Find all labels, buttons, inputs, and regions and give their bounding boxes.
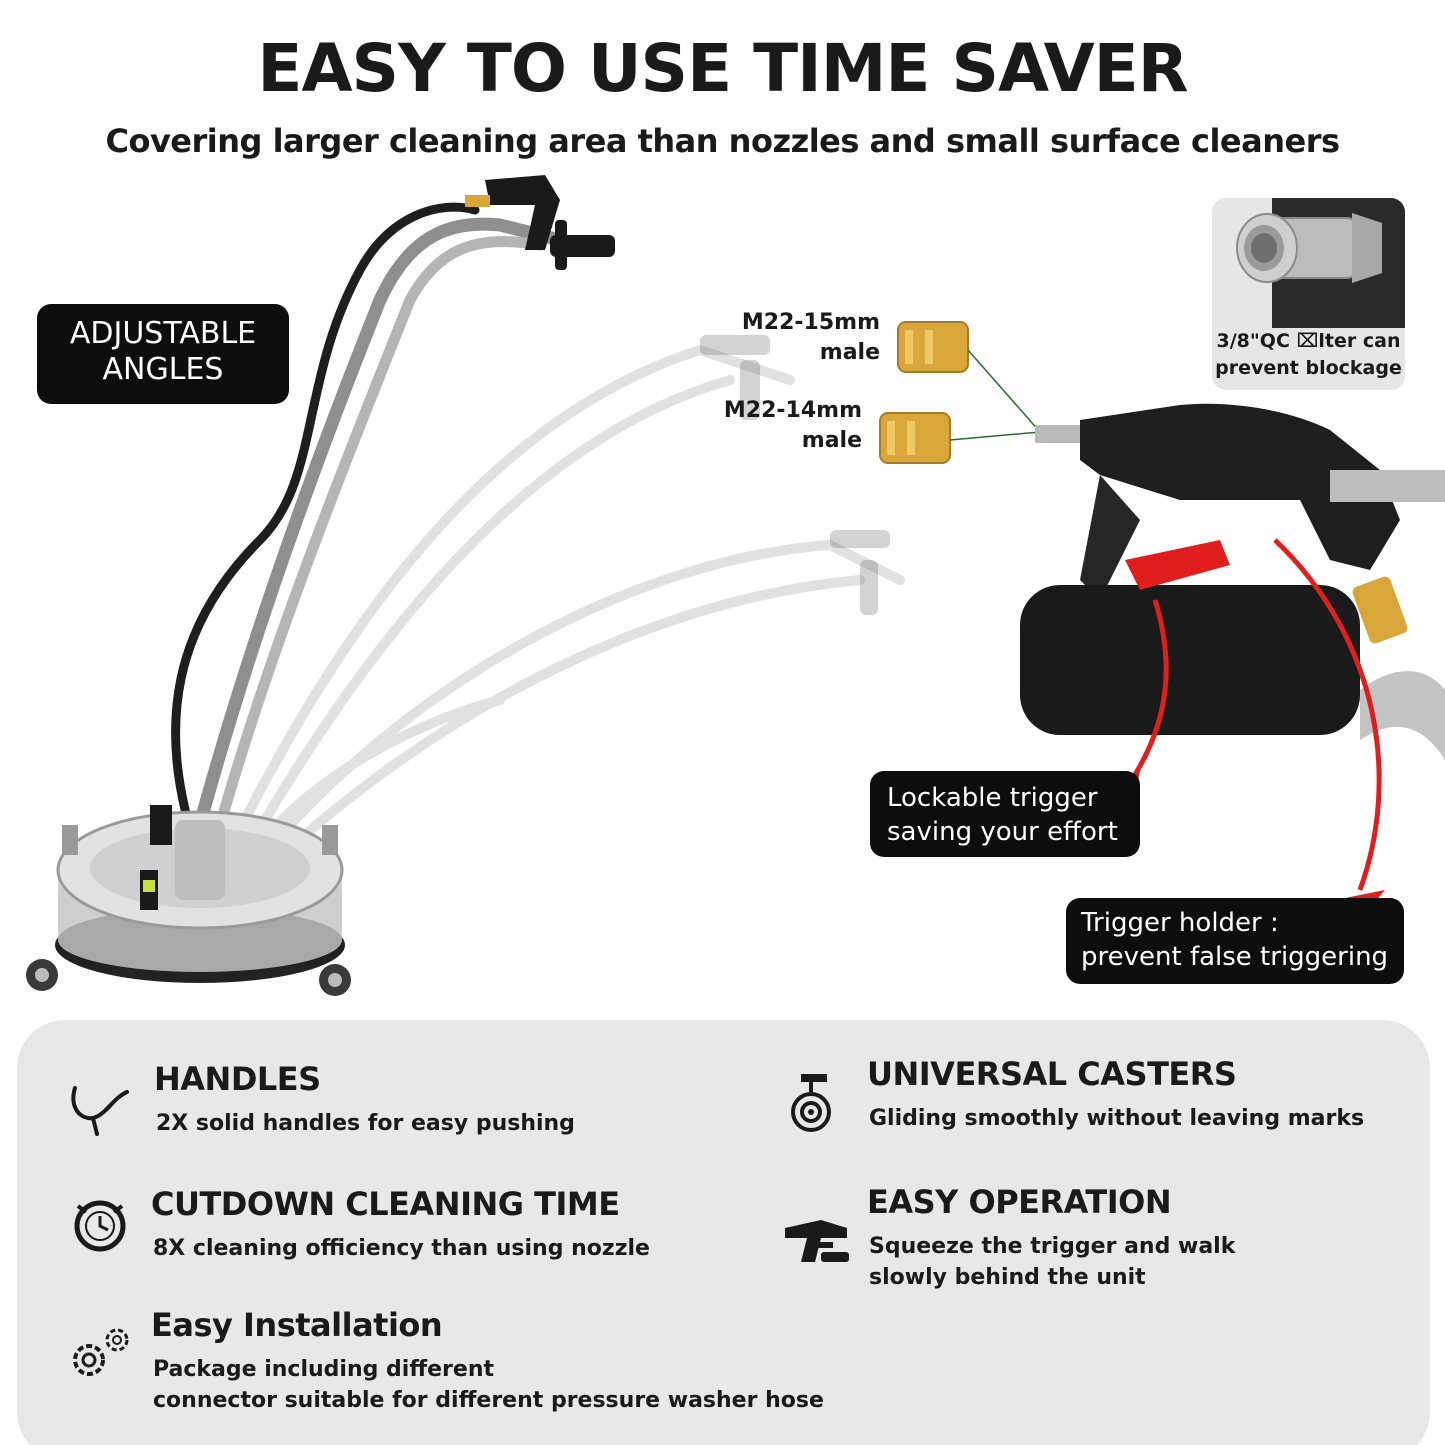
- lockable-trigger-callout: Lockable trigger saving your effort: [870, 771, 1140, 857]
- adjustable-angles-line-1: ADJUSTABLE: [69, 316, 257, 351]
- m22-14mm-size: M22-14mm: [723, 398, 862, 423]
- casters-title: UNIVERSAL CASTERS: [867, 1055, 1237, 1093]
- cutdown-title: CUTDOWN CLEANING TIME: [151, 1185, 620, 1223]
- m22-14mm-type: male: [801, 428, 862, 453]
- red-arrow-holder: [1273, 538, 1382, 891]
- headline: EASY TO USE TIME SAVER: [257, 30, 1188, 107]
- cleaner-deck: [55, 805, 345, 983]
- handles-icon: [71, 1086, 129, 1136]
- handles-desc: 2X solid handles for easy pushing: [156, 1111, 575, 1136]
- brass-connector-15: [897, 321, 969, 373]
- casters: [26, 825, 351, 996]
- filter-caption-line-2: prevent blockage: [1215, 357, 1402, 379]
- filter-caption-line-1: 3/8"QC ⌧lter can: [1216, 330, 1401, 352]
- operation-desc-line-1: Squeeze the trigger and walk: [869, 1234, 1236, 1259]
- brass-connector-14: [879, 412, 951, 464]
- installation-desc: Package including different connector su…: [153, 1354, 824, 1416]
- installation-title: Easy Installation: [151, 1306, 443, 1344]
- features-panel: HANDLES 2X solid handles for easy pushin…: [17, 1020, 1430, 1445]
- adjustable-angles-callout: ADJUSTABLE ANGLES: [37, 304, 289, 404]
- lockable-trigger-line-1: Lockable trigger: [887, 783, 1098, 813]
- hose: [171, 202, 480, 865]
- caster-icon: [791, 1074, 831, 1132]
- gears-icon: [73, 1328, 129, 1376]
- surface-cleaner-illustration: [26, 175, 1445, 996]
- installation-desc-line-2: connector suitable for different pressur…: [153, 1388, 824, 1413]
- top-spray-gun: [465, 175, 615, 270]
- operation-desc-line-2: slowly behind the unit: [869, 1265, 1146, 1290]
- operation-title: EASY OPERATION: [867, 1183, 1172, 1221]
- operation-desc: Squeeze the trigger and walk slowly behi…: [869, 1231, 1235, 1293]
- trigger-holder-callout: Trigger holder : prevent false triggerin…: [1066, 898, 1404, 984]
- spray-gun-icon: [785, 1220, 849, 1262]
- filter-inset: 3/8"QC ⌧lter can prevent blockage: [1212, 198, 1405, 390]
- large-spray-gun: [1020, 403, 1445, 760]
- adjustable-angles-line-2: ANGLES: [102, 352, 224, 387]
- handle-tube-1: [173, 217, 567, 907]
- trigger-holder-line-2: prevent false triggering: [1081, 942, 1389, 972]
- trigger-holder-line-1: Trigger holder :: [1081, 908, 1279, 938]
- subtitle: Covering larger cleaning area than nozzl…: [105, 122, 1340, 160]
- casters-desc: Gliding smoothly without leaving marks: [869, 1106, 1365, 1131]
- qc-filter-icon: [1236, 198, 1405, 328]
- m22-14mm-label: M22-14mm male: [672, 396, 862, 456]
- m22-15mm-label: M22-15mm male: [690, 308, 880, 368]
- installation-desc-line-1: Package including different: [153, 1357, 495, 1382]
- clock-icon: [74, 1200, 126, 1252]
- handles-title: HANDLES: [154, 1060, 321, 1098]
- cutdown-desc: 8X cleaning officiency than using nozzle: [153, 1236, 650, 1261]
- m22-15mm-type: male: [819, 340, 880, 365]
- handle-tube-2: [194, 236, 546, 906]
- m22-15mm-size: M22-15mm: [741, 310, 880, 335]
- red-arrow-lockable: [1122, 599, 1169, 792]
- filter-caption: 3/8"QC ⌧lter can prevent blockage: [1212, 328, 1405, 382]
- lockable-trigger-line-2: saving your effort: [887, 817, 1118, 847]
